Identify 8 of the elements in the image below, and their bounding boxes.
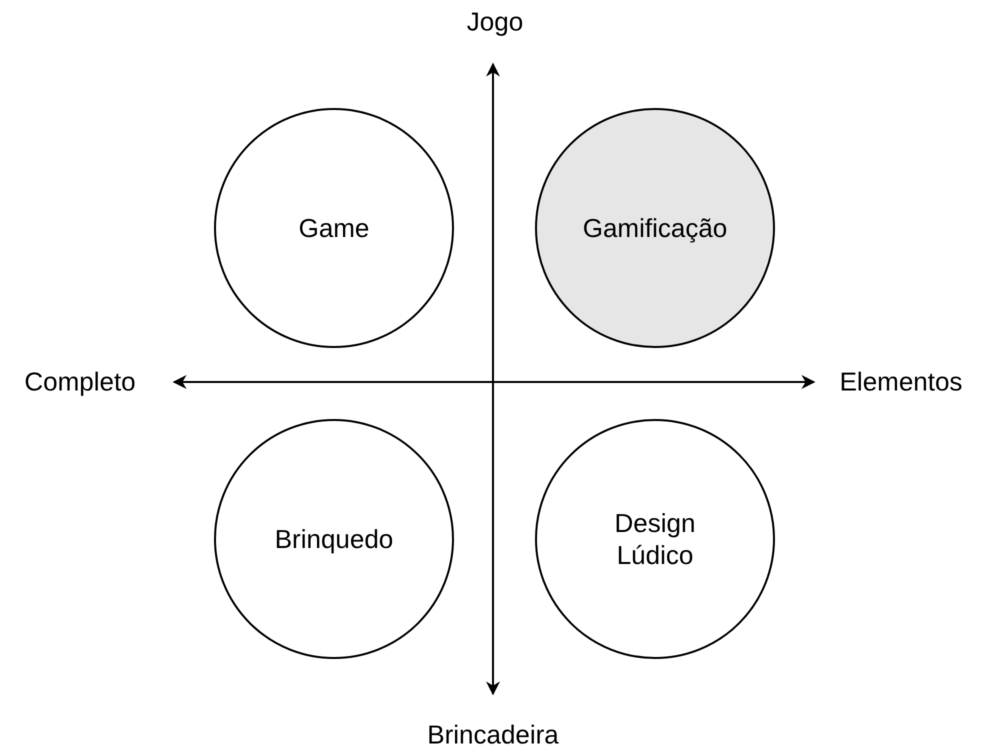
- axis-label: Completo: [24, 366, 136, 398]
- axis-label: Elementos: [840, 366, 962, 398]
- axis-label: Jogo: [466, 6, 524, 38]
- node-label: Design Lúdico: [614, 506, 696, 572]
- axis-label: Brincadeira: [427, 720, 559, 750]
- node-label: Game: [298, 212, 370, 244]
- node-label: Brinquedo: [274, 522, 394, 556]
- node-label: Gamificação: [582, 212, 728, 244]
